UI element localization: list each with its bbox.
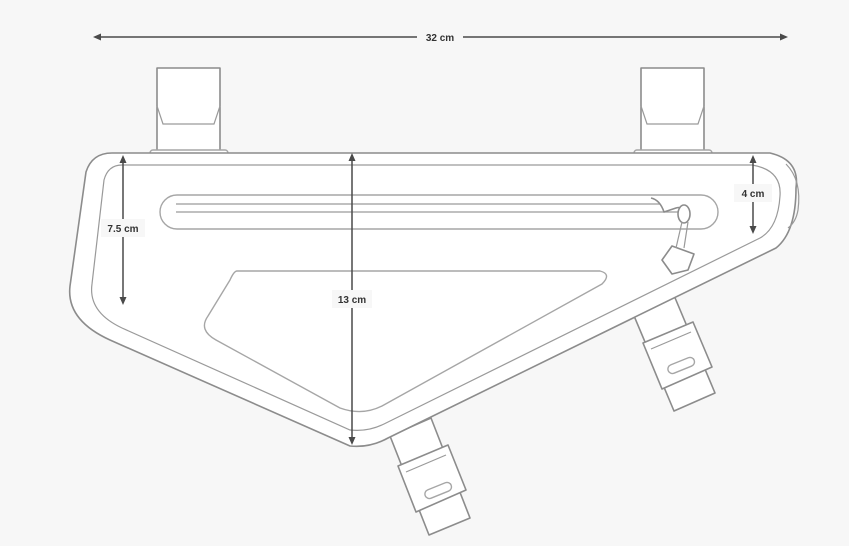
dimension-top-section-height: 7.5 cm [101,155,145,305]
inner-panel [203,270,608,413]
top-strap-left [149,67,229,159]
top-section-height-label: 7.5 cm [107,224,138,235]
dimension-rear-height: 4 cm [734,155,772,234]
total-height-label: 13 cm [338,295,366,306]
bottom-strap-right [631,292,716,412]
dimension-total-length: 32 cm [93,28,788,46]
rear-height-label: 4 cm [742,189,765,200]
total-length-label: 32 cm [426,33,454,44]
top-strap-right [633,67,713,159]
dimension-total-height: 13 cm [332,153,372,445]
zipper-track [159,194,719,230]
bottom-strap-left [389,417,471,536]
zipper-pull-icon [650,197,695,275]
